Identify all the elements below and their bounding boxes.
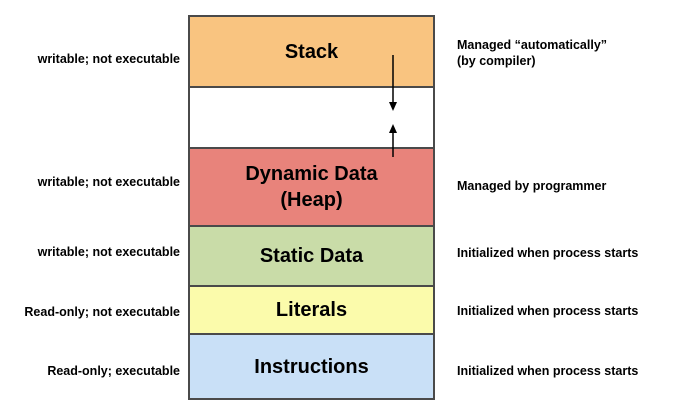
region-instructions-label: Instructions <box>254 355 369 378</box>
region-instructions: Instructions <box>190 335 433 398</box>
region-literals-label: Literals <box>275 299 348 321</box>
note-left-heap: writable; not executable <box>37 175 180 189</box>
note-right-stack-line2: (by compiler) <box>457 54 536 68</box>
region-literals: Literals <box>190 287 433 335</box>
note-right-stack-line1: Managed “automatically” <box>457 38 608 52</box>
stack-growth-down-arrow <box>389 55 397 111</box>
note-right-static-data: Initialized when process starts <box>457 246 639 260</box>
region-stack-label: Stack <box>284 40 339 63</box>
note-right-literals: Initialized when process starts <box>457 304 639 318</box>
note-right-instructions: Initialized when process starts <box>457 364 639 378</box>
heap-growth-up-arrow <box>389 124 397 157</box>
region-heap-label-line1: Dynamic Data <box>245 163 378 185</box>
memory-column: Stack Dynamic Data (Heap) Static Data Li… <box>188 15 435 400</box>
note-right-stack: Managed “automatically” (by compiler) <box>457 37 673 69</box>
note-left-static-data: writable; not executable <box>37 245 180 259</box>
region-static-data: Static Data <box>190 227 433 287</box>
region-static-data-label: Static Data <box>259 245 364 267</box>
note-left-stack: writable; not executable <box>37 52 180 66</box>
note-left-instructions: Read-only; executable <box>47 364 180 378</box>
note-right-heap: Managed by programmer <box>457 179 607 193</box>
note-left-literals: Read-only; not executable <box>24 305 180 319</box>
region-heap-label-line2: (Heap) <box>280 189 343 211</box>
region-heap: Dynamic Data (Heap) <box>190 149 433 227</box>
growth-arrows <box>389 55 397 157</box>
